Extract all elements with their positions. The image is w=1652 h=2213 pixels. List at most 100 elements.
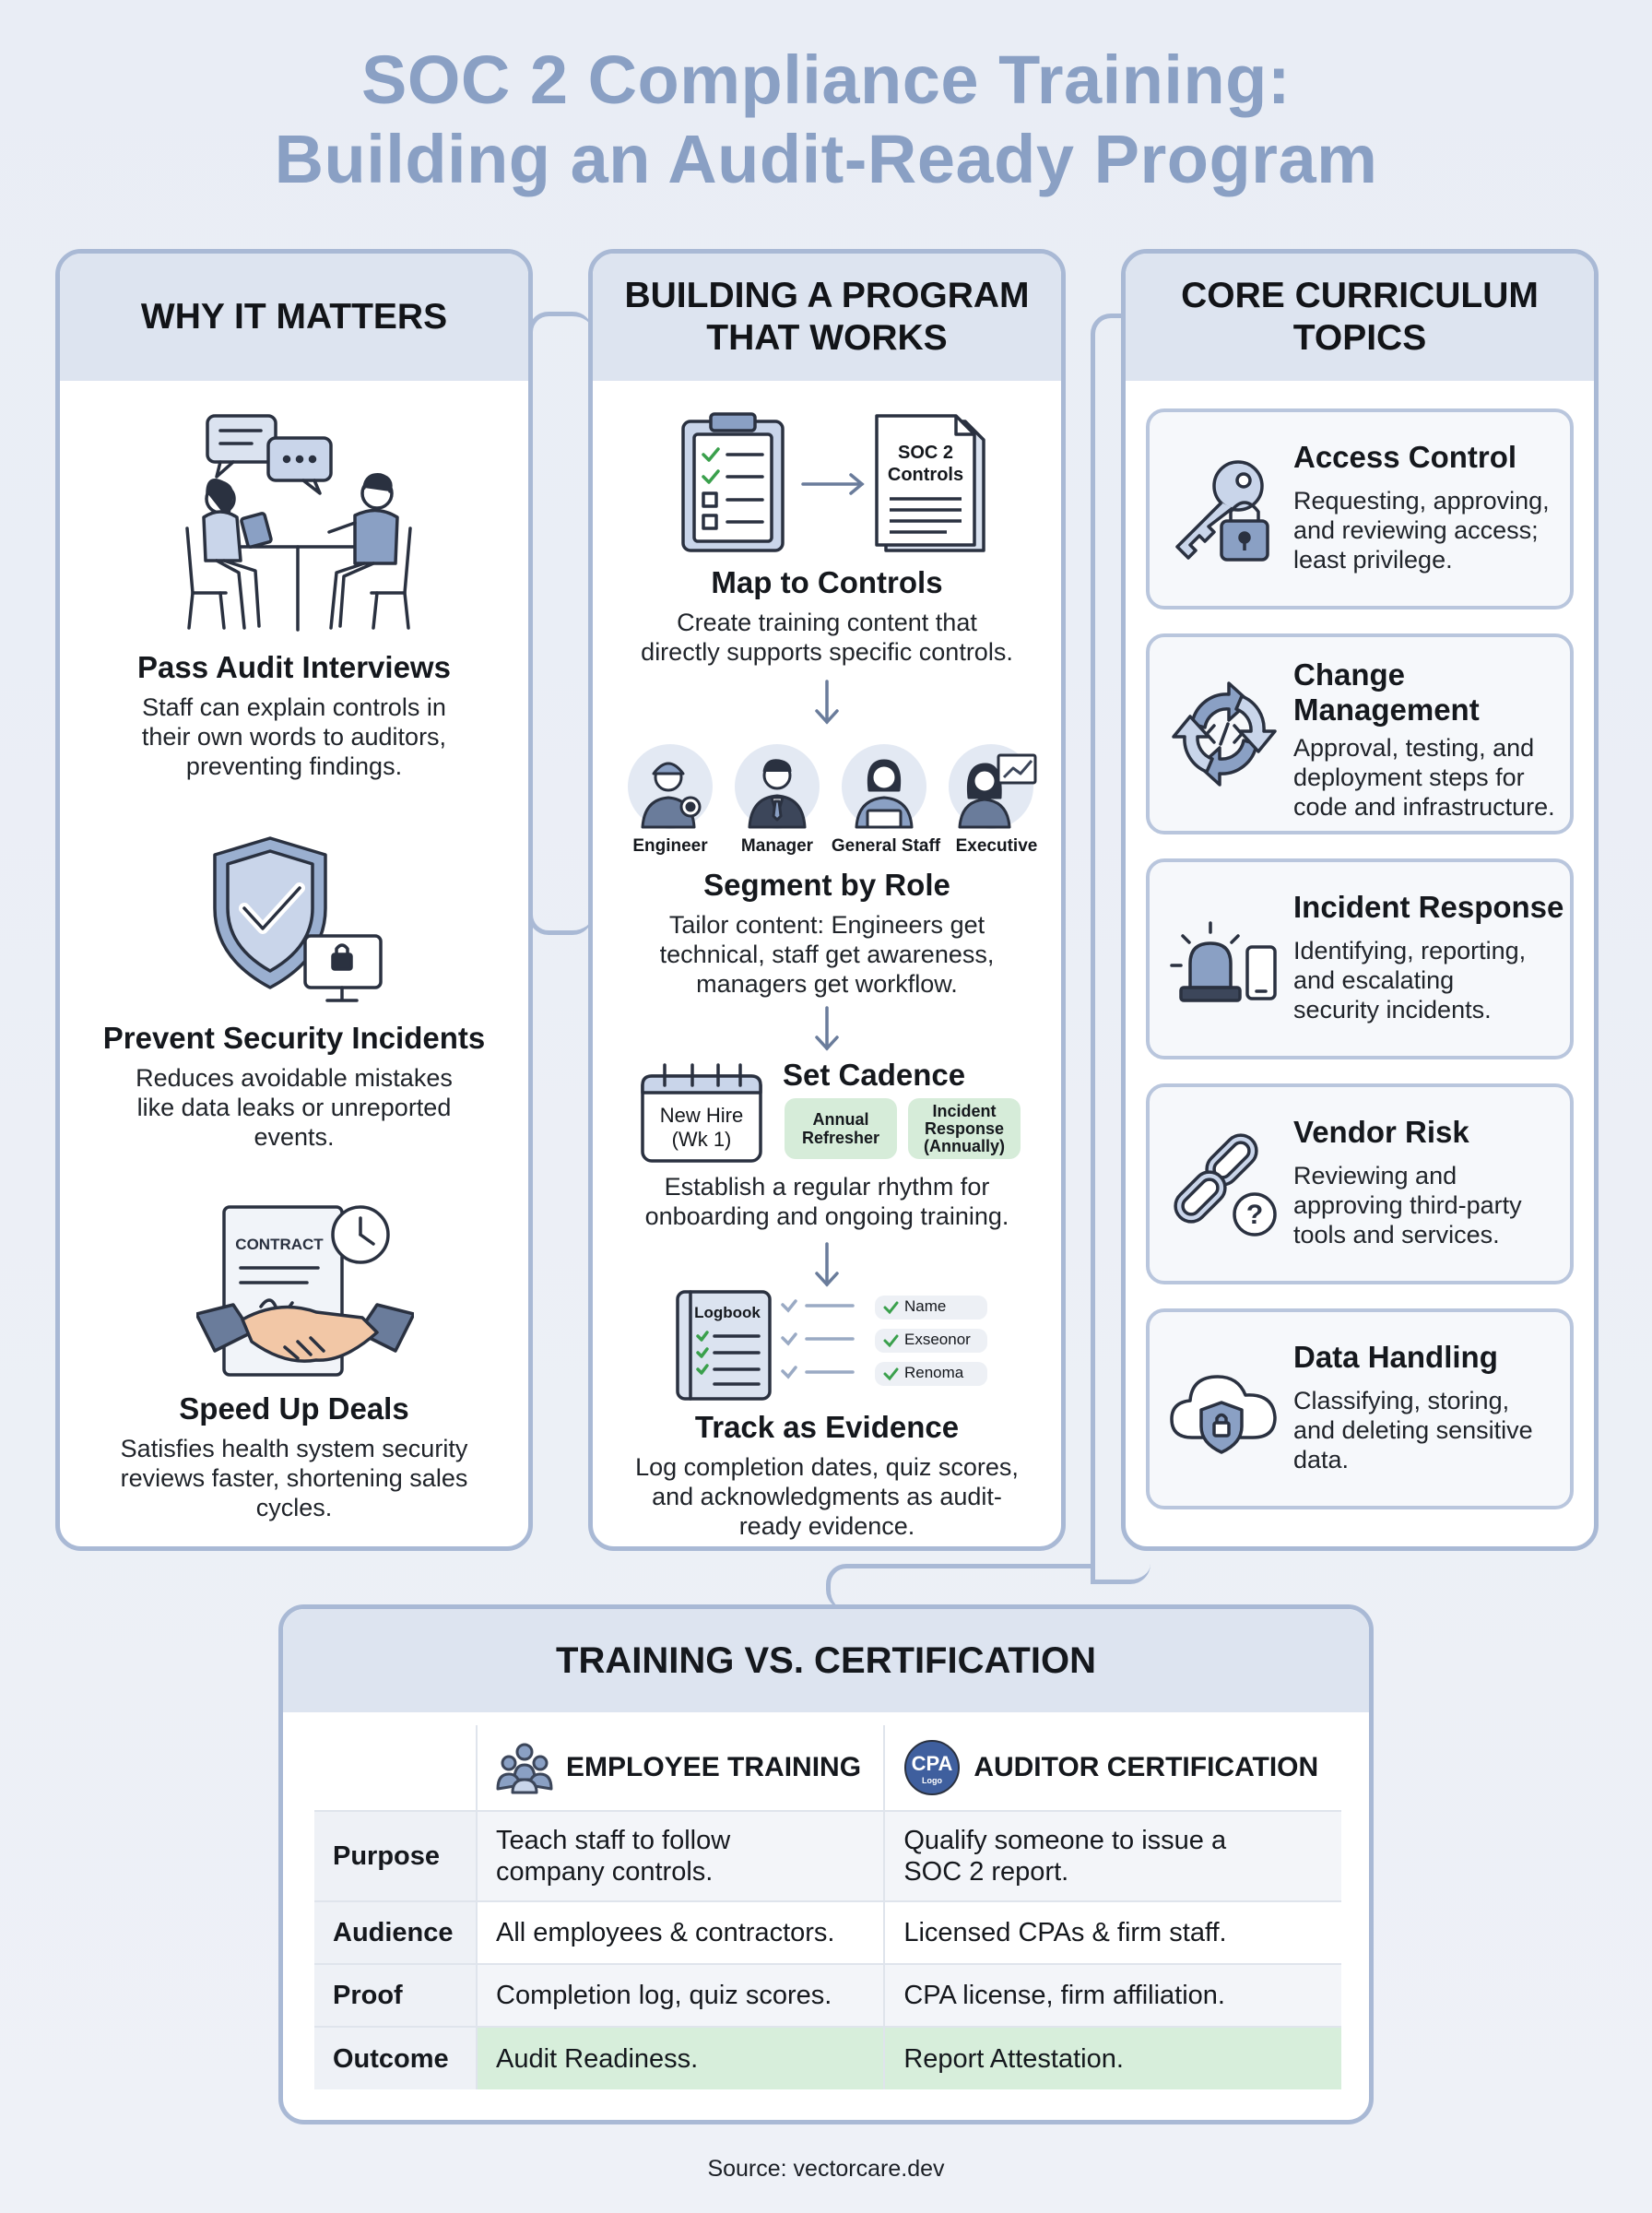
- log-checkmarks: [883, 1301, 899, 1381]
- executive-icon: [949, 744, 1037, 829]
- curriculum-heading: CORE CURRICULUM TOPICS: [1126, 254, 1594, 381]
- row-label: Audience: [314, 1900, 477, 1964]
- key-lock-icon: [1175, 460, 1269, 562]
- topic-card-vendor-risk: ? Vendor Risk Reviewing and approving th…: [1146, 1083, 1574, 1284]
- text-line: Create training content that: [677, 609, 977, 636]
- alarm-phone-icon: [1170, 921, 1277, 1002]
- engineer-icon: [628, 744, 713, 829]
- why-it-matters-panel: WHY IT MATTERS: [55, 249, 533, 1551]
- why-item-audit: Pass Audit Interviews Staff can explain …: [60, 650, 528, 781]
- why-item-text: Satisfies health system security reviews…: [60, 1434, 528, 1522]
- step-title: Track as Evidence: [694, 1410, 960, 1444]
- text-line: code and infrastructure.: [1293, 793, 1555, 821]
- why-item-title: Prevent Security Incidents: [102, 1021, 486, 1055]
- table-row-outcome: Outcome Audit Readiness. Report Attestat…: [314, 2026, 1341, 2089]
- audit-interview-icon: [185, 414, 412, 632]
- step-track-evidence: Track as Evidence Log completion dates, …: [593, 1410, 1061, 1541]
- log-entry: Name: [875, 1296, 987, 1320]
- title-line-2: Building an Audit-Ready Program: [274, 121, 1378, 197]
- topic-title: Vendor Risk: [1293, 1115, 1570, 1150]
- down-arrow-icon: [815, 1242, 839, 1287]
- topic-title: Access Control: [1293, 440, 1570, 475]
- text-line: Reduces avoidable mistakes: [136, 1064, 453, 1092]
- topic-text: Classifying, storing, and deleting sensi…: [1293, 1386, 1570, 1474]
- comparison-table: EMPLOYEE TRAINING CPA Logo AUDITOR CERTI…: [314, 1725, 1341, 2089]
- calendar-label-line: (Wk 1): [672, 1128, 732, 1151]
- cpa-badge-text: CPA: [912, 1752, 953, 1775]
- heading-line: BUILDING A PROGRAM: [624, 276, 1030, 315]
- why-item-title: Speed Up Deals: [179, 1391, 409, 1426]
- text-line: cycles.: [255, 1494, 333, 1521]
- text-line: approving third-party: [1293, 1191, 1522, 1219]
- pill-line: Annual: [812, 1110, 869, 1129]
- log-entry: Exseonor: [875, 1329, 987, 1353]
- text-line: data.: [1293, 1446, 1350, 1473]
- shield-check-icon: [213, 836, 383, 1002]
- table-header-row: EMPLOYEE TRAINING CPA Logo AUDITOR CERTI…: [314, 1725, 1341, 1811]
- topic-card-data-handling: Data Handling Classifying, storing, and …: [1146, 1308, 1574, 1509]
- why-item-text: Reduces avoidable mistakes like data lea…: [60, 1063, 528, 1152]
- topic-text: Requesting, approving, and reviewing acc…: [1293, 486, 1570, 574]
- log-entry: Renoma: [875, 1362, 987, 1386]
- text-line: deployment steps for: [1293, 763, 1525, 791]
- why-item-security: Prevent Security Incidents Reduces avoid…: [60, 1021, 528, 1152]
- doc-label-line: SOC 2: [898, 443, 953, 463]
- contract-handshake-icon: CONTRACT: [196, 1205, 414, 1377]
- text-line: tools and services.: [1293, 1221, 1500, 1249]
- down-arrow-icon: [815, 1006, 839, 1051]
- topic-title: Change Management: [1293, 657, 1570, 728]
- step-map-controls: Map to Controls Create training content …: [593, 565, 1061, 667]
- role-label-engineer: Engineer: [632, 836, 708, 856]
- text-line: directly supports specific controls.: [641, 638, 1013, 666]
- row-label: Proof: [314, 1963, 477, 2027]
- step-title: Segment by Role: [703, 868, 950, 902]
- role-label-manager: Manager: [740, 836, 814, 856]
- doc-label-line: Controls: [888, 465, 963, 485]
- topic-title: Data Handling: [1293, 1340, 1570, 1375]
- step-text: Log completion dates, quiz scores, and a…: [593, 1452, 1061, 1541]
- step-cadence-text: Establish a regular rhythm for onboardin…: [593, 1172, 1061, 1231]
- text-line: Reviewing and: [1293, 1162, 1457, 1189]
- title-line: Management: [1293, 692, 1480, 727]
- cloud-shield-icon: [1170, 1375, 1277, 1454]
- connector-build-curriculum: [1091, 314, 1150, 1584]
- logbook-icon: Logbook: [676, 1290, 772, 1401]
- build-heading: BUILDING A PROGRAM THAT WORKS: [593, 254, 1061, 381]
- text-line: Qualify someone to issue a: [903, 1826, 1227, 1855]
- step-text: Create training content that directly su…: [593, 608, 1061, 667]
- role-label-general-staff: General Staff: [831, 836, 941, 856]
- table-row-proof: Proof Completion log, quiz scores. CPA l…: [314, 1963, 1341, 2027]
- employee-training-header: EMPLOYEE TRAINING: [475, 1725, 885, 1811]
- text-line: Requesting, approving,: [1293, 487, 1550, 515]
- text-line: their own words to auditors,: [141, 723, 447, 751]
- training-cell: Completion log, quiz scores.: [475, 1963, 885, 2027]
- why-item-title: Pass Audit Interviews: [137, 650, 451, 684]
- text-line: preventing findings.: [185, 752, 403, 780]
- empty-header-cell: [314, 1725, 477, 1811]
- connector-why-build: [528, 312, 593, 935]
- step-segment-role: Segment by Role Tailor content: Engineer…: [593, 868, 1061, 999]
- step-title: Map to Controls: [711, 565, 943, 599]
- text-line: and escalating: [1293, 966, 1455, 994]
- heading-line: THAT WORKS: [706, 318, 948, 358]
- row-label: Purpose: [314, 1810, 477, 1901]
- employee-training-label: EMPLOYEE TRAINING: [566, 1752, 862, 1782]
- row-label: Outcome: [314, 2026, 477, 2089]
- topic-title: Incident Response: [1293, 890, 1570, 925]
- pill-line: Refresher: [801, 1129, 880, 1147]
- comparison-panel: TRAINING VS. CERTIFICATION EMPLOYEE: [278, 1604, 1374, 2124]
- role-label-executive: Executive: [955, 836, 1038, 856]
- why-item-text: Staff can explain controls in their own …: [60, 692, 528, 781]
- pill-line: Response: [924, 1118, 1005, 1138]
- text-line: Staff can explain controls in: [142, 693, 446, 721]
- training-cell: All employees & contractors.: [475, 1900, 885, 1964]
- step-text: Establish a regular rhythm for onboardin…: [593, 1172, 1061, 1231]
- core-curriculum-panel: CORE CURRICULUM TOPICS Access Control Re…: [1121, 249, 1599, 1551]
- text-line: company controls.: [496, 1857, 714, 1887]
- log-check-lines: [781, 1299, 855, 1379]
- title-line: Access Control: [1293, 440, 1517, 474]
- pill-line: (Annually): [924, 1136, 1005, 1155]
